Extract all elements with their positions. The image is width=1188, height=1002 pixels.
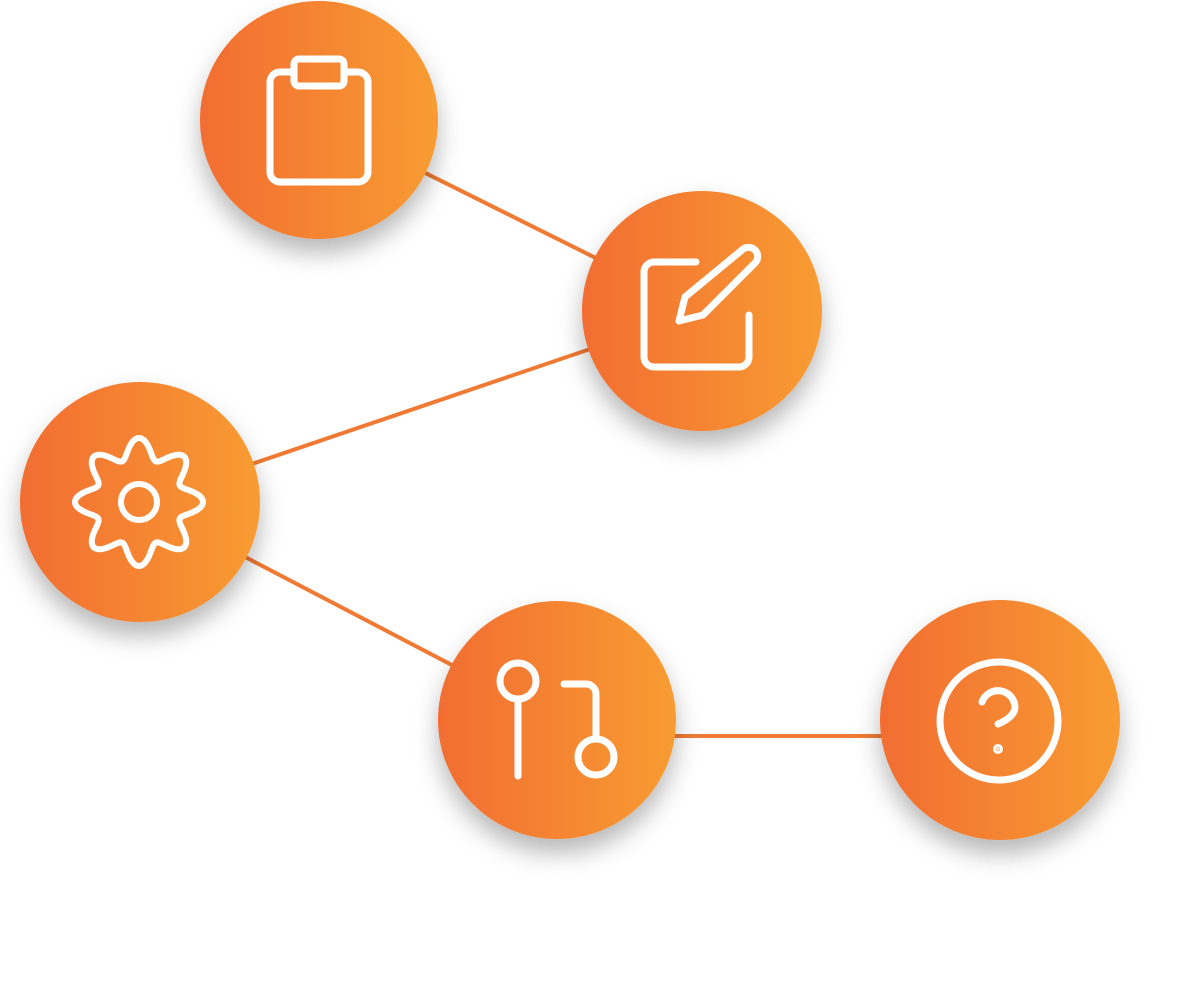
git-pull-request-icon <box>496 659 618 780</box>
gear-icon <box>72 435 206 569</box>
help-circle-icon <box>936 658 1062 784</box>
edit-icon <box>640 243 762 371</box>
node-help[interactable] <box>880 600 1120 840</box>
gear-outline <box>72 435 206 569</box>
node-clipboard[interactable] <box>200 1 438 239</box>
node-pull-request[interactable] <box>438 601 676 839</box>
node-edit[interactable] <box>582 191 822 431</box>
node-settings[interactable] <box>20 382 260 622</box>
clipboard-icon <box>266 55 372 186</box>
